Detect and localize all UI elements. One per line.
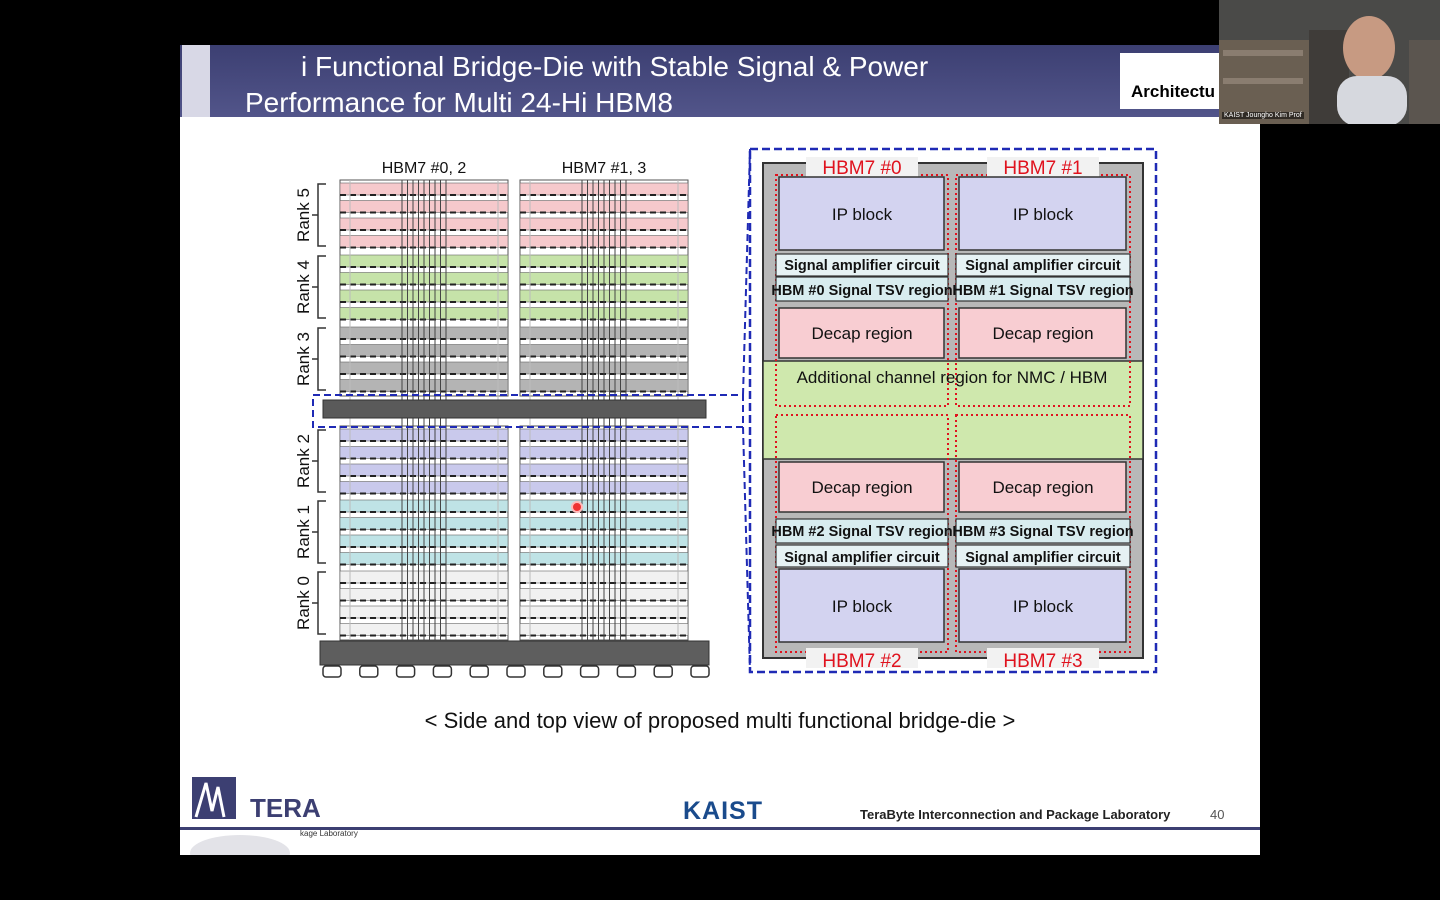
rank-bracket [312, 327, 326, 391]
signal-amplifier [775, 544, 949, 568]
rank-bracket [312, 500, 326, 564]
hbm-region-outline [955, 414, 1131, 653]
tsv-region [775, 276, 949, 302]
solder-ball [543, 665, 563, 678]
rank-label: Rank 2 [294, 434, 313, 488]
rank-bracket [312, 255, 326, 319]
signal-amplifier-label: Signal amplifier circuit [784, 550, 940, 566]
ip-block [778, 176, 945, 251]
decap-region-label: Decap region [811, 324, 912, 343]
hbm-label-bg [987, 648, 1099, 668]
tsv-region-label: HBM #1 Signal TSV region [952, 283, 1133, 299]
zoom-line [742, 148, 751, 396]
signal-amplifier [955, 253, 1131, 277]
solder-ball [506, 665, 526, 678]
section-tag: Architectu [1131, 82, 1216, 101]
bridge-highlight [312, 394, 744, 428]
kaist-logo: KAIST [675, 797, 771, 826]
ip-block [958, 568, 1127, 643]
tsv-region-label: HBM #3 Signal TSV region [952, 524, 1133, 540]
solder-ball [395, 665, 416, 678]
presenter-video [1219, 0, 1440, 124]
rank-label: Rank 5 [294, 188, 313, 242]
additional-channel-label: Additional channel region for NMC / HBM [797, 368, 1108, 387]
substrate [319, 640, 710, 666]
rank-bracket [312, 571, 326, 635]
ip-block-label: IP block [1013, 597, 1074, 616]
solder-ball [616, 665, 637, 678]
rank-bracket [312, 429, 326, 493]
page-number: 40 [1210, 807, 1225, 822]
hbm-label-bottom: HBM7 #3 [1003, 651, 1082, 672]
rank-label: Rank 4 [294, 260, 313, 314]
signal-amplifier [775, 253, 949, 277]
top-view-outline [748, 147, 1158, 674]
webcam-thumbnail[interactable]: KAIST Joungho Kim Prof [1219, 0, 1440, 124]
slide-title-line2: Performance for Multi 24-Hi HBM8 [245, 87, 673, 118]
ip-block-label: IP block [832, 205, 893, 224]
hbm-label-bottom: HBM7 #2 [822, 651, 901, 672]
hbm-label-top: HBM7 #1 [1003, 158, 1082, 179]
stack-label: HBM7 #0, 2 [382, 160, 467, 177]
bridge-die [322, 399, 707, 419]
solder-ball [469, 665, 489, 678]
tera-logo-subtitle: kage Laboratory [300, 829, 358, 838]
solder-ball [690, 665, 710, 678]
decap-region-label: Decap region [992, 324, 1093, 343]
tsv-region [955, 518, 1131, 544]
tsv-region-label: HBM #2 Signal TSV region [771, 524, 952, 540]
ip-block-label: IP block [832, 597, 893, 616]
decap-region [778, 307, 945, 359]
decap-region [958, 461, 1127, 513]
logo-blur [190, 835, 290, 855]
decap-region-label: Decap region [992, 478, 1093, 497]
hbm-label-bg [987, 157, 1099, 177]
lab-name: TeraByte Interconnection and Package Lab… [860, 807, 1171, 822]
signal-amplifier-label: Signal amplifier circuit [784, 258, 940, 274]
tsv-region [775, 518, 949, 544]
ip-block [778, 568, 945, 643]
additional-channel-region [762, 360, 1144, 460]
title-accent [182, 45, 210, 117]
signal-amplifier-label: Signal amplifier circuit [965, 258, 1121, 274]
rank-label: Rank 1 [294, 505, 313, 559]
tsv-region [955, 276, 1131, 302]
solder-ball [432, 665, 453, 678]
signal-amplifier-label: Signal amplifier circuit [965, 550, 1121, 566]
slide-title-line1: i Functional Bridge-Die with Stable Sign… [301, 51, 929, 82]
footer-divider [180, 827, 1260, 830]
rank-label: Rank 0 [294, 576, 313, 630]
section-tag-box [1120, 53, 1230, 109]
ip-block-label: IP block [1013, 205, 1074, 224]
decap-region [958, 307, 1127, 359]
tsv-region-label: HBM #0 Signal TSV region [771, 283, 952, 299]
hbm-label-bg [806, 157, 918, 177]
solder-ball [359, 665, 379, 678]
title-bar: i Functional Bridge-Die with Stable Sign… [180, 45, 1260, 118]
rank-label: Rank 3 [294, 332, 313, 386]
solder-ball [579, 665, 600, 678]
stack-label: HBM7 #1, 3 [562, 160, 647, 177]
ip-block [958, 176, 1127, 251]
solder-ball [653, 665, 673, 678]
signal-amplifier [955, 544, 1131, 568]
screen-mask-bottom-left [0, 816, 123, 900]
hbm-label-bg [806, 648, 918, 668]
presenter-name-label: KAIST Joungho Kim Prof [1222, 112, 1304, 119]
decap-region-label: Decap region [811, 478, 912, 497]
figure-caption: < Side and top view of proposed multi fu… [424, 708, 1016, 733]
hbm-label-top: HBM7 #0 [822, 158, 901, 179]
laser-pointer-icon [571, 501, 583, 513]
solder-ball [322, 665, 342, 678]
tera-logo-icon [192, 777, 236, 819]
decap-region [778, 461, 945, 513]
tera-logo-text: TERA [250, 793, 321, 823]
rank-bracket [312, 183, 326, 247]
